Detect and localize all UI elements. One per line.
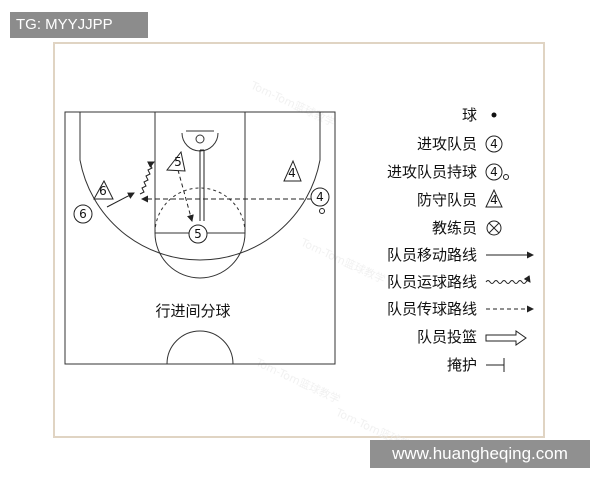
svg-text:Tom-Tom篮球教学: Tom-Tom篮球教学 — [253, 355, 343, 407]
pass-line-to-low-post — [177, 169, 194, 222]
move-line-6 — [106, 192, 135, 208]
watermark-url: www.huangheqing.com — [370, 440, 590, 468]
legend-label-coach: 教练员 — [432, 219, 477, 237]
dribble-line — [139, 161, 155, 195]
player-5-post-label: 5 — [174, 155, 182, 169]
legend-item-shoot: 队员投篮 — [417, 328, 527, 346]
legend-label-ball: 球 — [462, 106, 477, 124]
legend-label-defense: 防守队员 — [417, 191, 477, 209]
legend-item-move: 队员移动路线 — [387, 246, 534, 264]
player-triangle-6: 6 — [93, 179, 114, 200]
player-triangle-5: 5 — [166, 150, 186, 172]
legend-item-defense: 防守队员 4 — [417, 188, 503, 209]
legend-item-coach: 教练员 — [432, 219, 502, 237]
legend: 球 进攻队员 4 进攻队员持球 4 防守队员 4 教练员 队员移动路线 — [387, 106, 534, 374]
diagram-frame — [53, 42, 545, 438]
offense-ball-number: 4 — [490, 165, 498, 179]
offense-ball-circle-icon — [485, 163, 503, 181]
player-circle-4-ball: 4 — [310, 187, 330, 214]
free-throw-circle-upper — [154, 187, 246, 234]
offense-circle-icon — [485, 135, 503, 153]
ball-ring-icon — [503, 174, 509, 180]
three-point-arc — [79, 112, 321, 261]
offense-circle-number: 4 — [490, 137, 498, 151]
legend-label-shoot: 队员投篮 — [417, 328, 477, 346]
defense-triangle-icon — [485, 188, 503, 208]
court-caption: 行进间分球 — [155, 302, 230, 320]
play-lines — [106, 149, 320, 222]
player-5-low-label: 5 — [194, 227, 202, 241]
wavy-arrow-icon — [485, 275, 531, 284]
double-arrow-icon — [485, 330, 527, 346]
legend-label-dribble: 队员运球路线 — [387, 273, 477, 291]
legend-item-offense: 进攻队员 4 — [417, 135, 503, 153]
half-court — [64, 111, 336, 365]
player-circle-5: 5 — [188, 224, 208, 244]
restricted-arc — [181, 132, 219, 152]
defender-4-label: 4 — [288, 166, 296, 180]
legend-item-offense-ball: 进攻队员持球 4 — [387, 163, 509, 181]
player-6-label: 6 — [79, 207, 87, 221]
legend-label-move: 队员移动路线 — [387, 246, 477, 264]
svg-text:Tom-Tom篮球教学: Tom-Tom篮球教学 — [298, 235, 388, 287]
player-4-label: 4 — [316, 190, 324, 204]
player-triangle-4: 4 — [283, 159, 302, 182]
legend-label-offense-ball: 进攻队员持球 — [387, 163, 477, 181]
legend-label-screen: 掩护 — [447, 356, 477, 374]
channel-tag: TG: MYYJJPP — [10, 12, 148, 38]
legend-item-screen: 掩护 — [447, 356, 505, 374]
svg-text:Tom-Tom篮球教学: Tom-Tom篮球教学 — [248, 78, 338, 130]
rim — [195, 134, 205, 144]
legend-item-dribble: 队员运球路线 — [387, 273, 531, 291]
ball-ring — [319, 208, 325, 214]
center-circle — [166, 330, 234, 365]
legend-item-pass: 队员传球路线 — [387, 300, 534, 318]
player-circle-6: 6 — [73, 204, 93, 224]
ball-dot-icon — [491, 112, 497, 118]
legend-label-offense: 进攻队员 — [417, 135, 477, 153]
legend-item-ball: 球 — [462, 106, 497, 124]
free-throw-circle-lower — [154, 232, 246, 279]
defender-6-label: 6 — [99, 184, 107, 198]
defense-triangle-number: 4 — [490, 193, 498, 207]
legend-label-pass: 队员传球路线 — [387, 300, 477, 318]
